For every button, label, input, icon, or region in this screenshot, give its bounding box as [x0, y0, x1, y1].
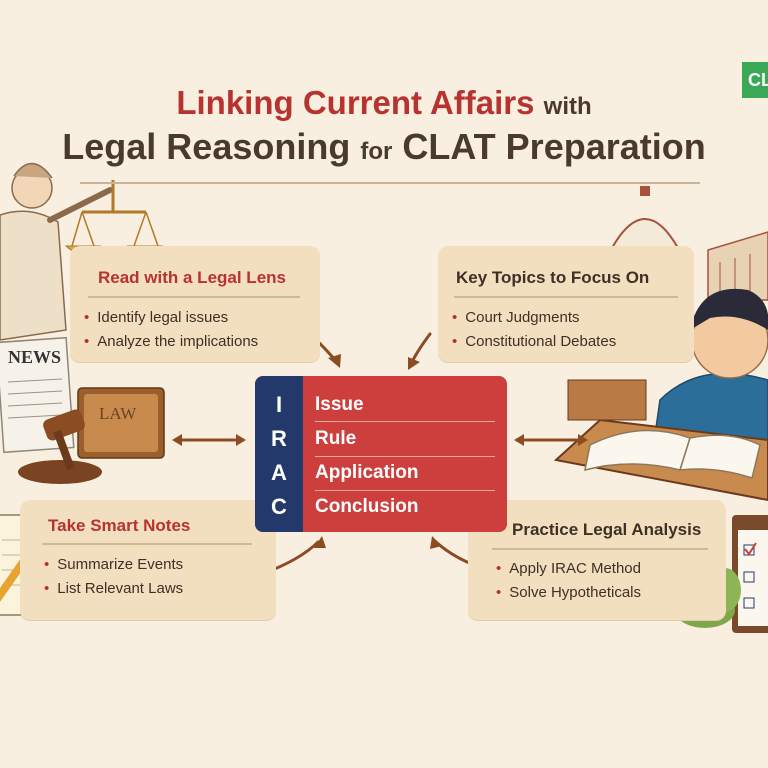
irac-box: I Issue R Rule A Application C Conclusio… [255, 376, 507, 532]
law-book-icon [77, 387, 165, 459]
irac-word: Application [315, 462, 419, 483]
irac-letter-column [255, 376, 303, 532]
irac-row-conclusion: C Conclusion [255, 490, 507, 524]
corner-badge: CL [742, 62, 768, 98]
card-divider [88, 296, 300, 298]
title-connector: with [543, 93, 592, 120]
card-divider [454, 296, 678, 298]
irac-word: Issue [315, 394, 364, 415]
card-divider [42, 543, 252, 545]
irac-row-issue: I Issue [255, 388, 507, 422]
list-item: Identify legal issues [84, 309, 258, 326]
card-list: Court Judgments Constitutional Debates [452, 309, 616, 357]
list-item: Solve Hypotheticals [496, 584, 641, 601]
list-item: Summarize Events [44, 556, 183, 573]
card-heading: Key Topics to Focus On [456, 268, 650, 287]
irac-row-application: A Application [255, 456, 507, 490]
irac-letter: I [275, 392, 283, 417]
page-title-line1: Linking Current Affairs with [0, 84, 768, 122]
checklist-icon [732, 515, 768, 633]
title-part-a: Legal Reasoning [62, 126, 351, 167]
justice-statue-icon [0, 162, 113, 341]
card-list: Apply IRAC Method Solve Hypotheticals [496, 560, 641, 608]
scales-icon [64, 180, 164, 255]
card-key-topics: Key Topics to Focus On Court Judgments C… [438, 246, 694, 362]
title-part-b: CLAT Preparation [402, 126, 706, 167]
card-practice-analysis: Practice Legal Analysis Apply IRAC Metho… [468, 500, 726, 620]
irac-letter: R [271, 426, 287, 451]
title-connector-for: for [360, 138, 393, 165]
card-heading: Read with a Legal Lens [98, 268, 286, 287]
list-item: List Relevant Laws [44, 580, 183, 597]
list-item: Constitutional Debates [452, 333, 616, 350]
irac-word: Rule [315, 428, 357, 449]
card-heading: Practice Legal Analysis [512, 520, 702, 539]
newspaper-label: NEWS [8, 347, 62, 367]
card-read-legal-lens: Read with a Legal Lens Identify legal is… [70, 246, 320, 362]
card-divider [492, 548, 708, 550]
card-list: Summarize Events List Relevant Laws [44, 556, 183, 604]
list-item: Court Judgments [452, 309, 616, 326]
card-heading: Take Smart Notes [48, 516, 191, 535]
arrow-icon [410, 332, 432, 364]
irac-word: Conclusion [315, 496, 419, 517]
list-item: Apply IRAC Method [496, 560, 641, 577]
card-smart-notes: Take Smart Notes Summarize Events List R… [20, 500, 276, 620]
page-title-line2: Legal Reasoning for CLAT Preparation [0, 126, 768, 168]
irac-letter: A [271, 460, 287, 485]
open-book-icon [553, 379, 768, 502]
title-main: Linking Current Affairs [176, 84, 535, 121]
law-book-label: LAW [99, 404, 137, 423]
irac-divider [315, 456, 495, 457]
irac-row-rule: R Rule [255, 422, 507, 456]
card-list: Identify legal issues Analyze the implic… [84, 309, 258, 357]
irac-divider [315, 421, 495, 422]
irac-divider [315, 490, 495, 491]
title-divider [80, 182, 700, 184]
list-item: Analyze the implications [84, 333, 258, 350]
irac-letter: C [271, 494, 287, 519]
gavel-icon [18, 409, 102, 484]
